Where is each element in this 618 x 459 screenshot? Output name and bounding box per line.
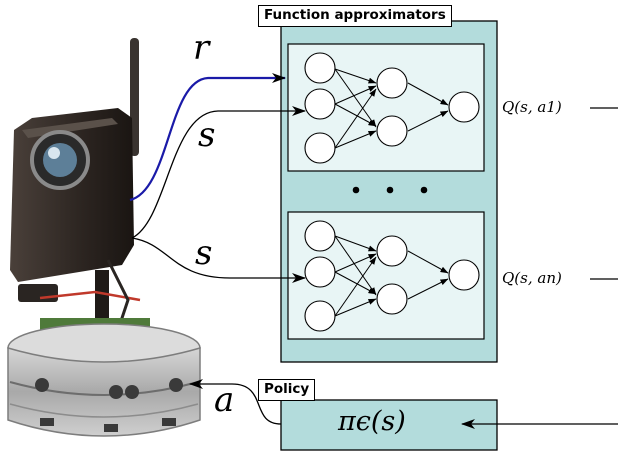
neuron: [376, 235, 408, 267]
state-arrow-top: [131, 106, 306, 239]
state-label-bottom: s: [195, 233, 213, 273]
action-arrow: [189, 379, 282, 425]
neuron: [448, 259, 480, 291]
reward-arrow: [129, 73, 286, 202]
antenna: [130, 38, 139, 156]
policy-title: Policy: [258, 379, 316, 401]
neuron: [304, 52, 336, 84]
neuron: [304, 256, 336, 288]
policy-function: πϵ(s): [338, 406, 406, 437]
neuron: [304, 132, 336, 164]
camera-lens: [30, 130, 90, 190]
neuron: [448, 91, 480, 123]
neural-network-top: [287, 43, 485, 172]
q-output-top: Q(s, a1): [502, 98, 562, 116]
neuron: [304, 300, 336, 332]
state-label-top: s: [198, 115, 216, 155]
function-approximators-title: Function approximators: [258, 5, 452, 27]
q-output-bottom: Q(s, an): [502, 269, 562, 287]
ellipsis-dots: [352, 186, 428, 194]
action-label: a: [214, 380, 235, 420]
state-arrow-bottom: [131, 237, 306, 283]
reward-label: r: [193, 28, 210, 68]
neuron: [376, 67, 408, 99]
neuron: [304, 88, 336, 120]
neuron: [376, 283, 408, 315]
neural-network-bottom: [287, 211, 485, 340]
robot-illustration: [7, 38, 201, 437]
neuron: [376, 115, 408, 147]
neuron: [304, 220, 336, 252]
robot-base: [7, 323, 201, 437]
